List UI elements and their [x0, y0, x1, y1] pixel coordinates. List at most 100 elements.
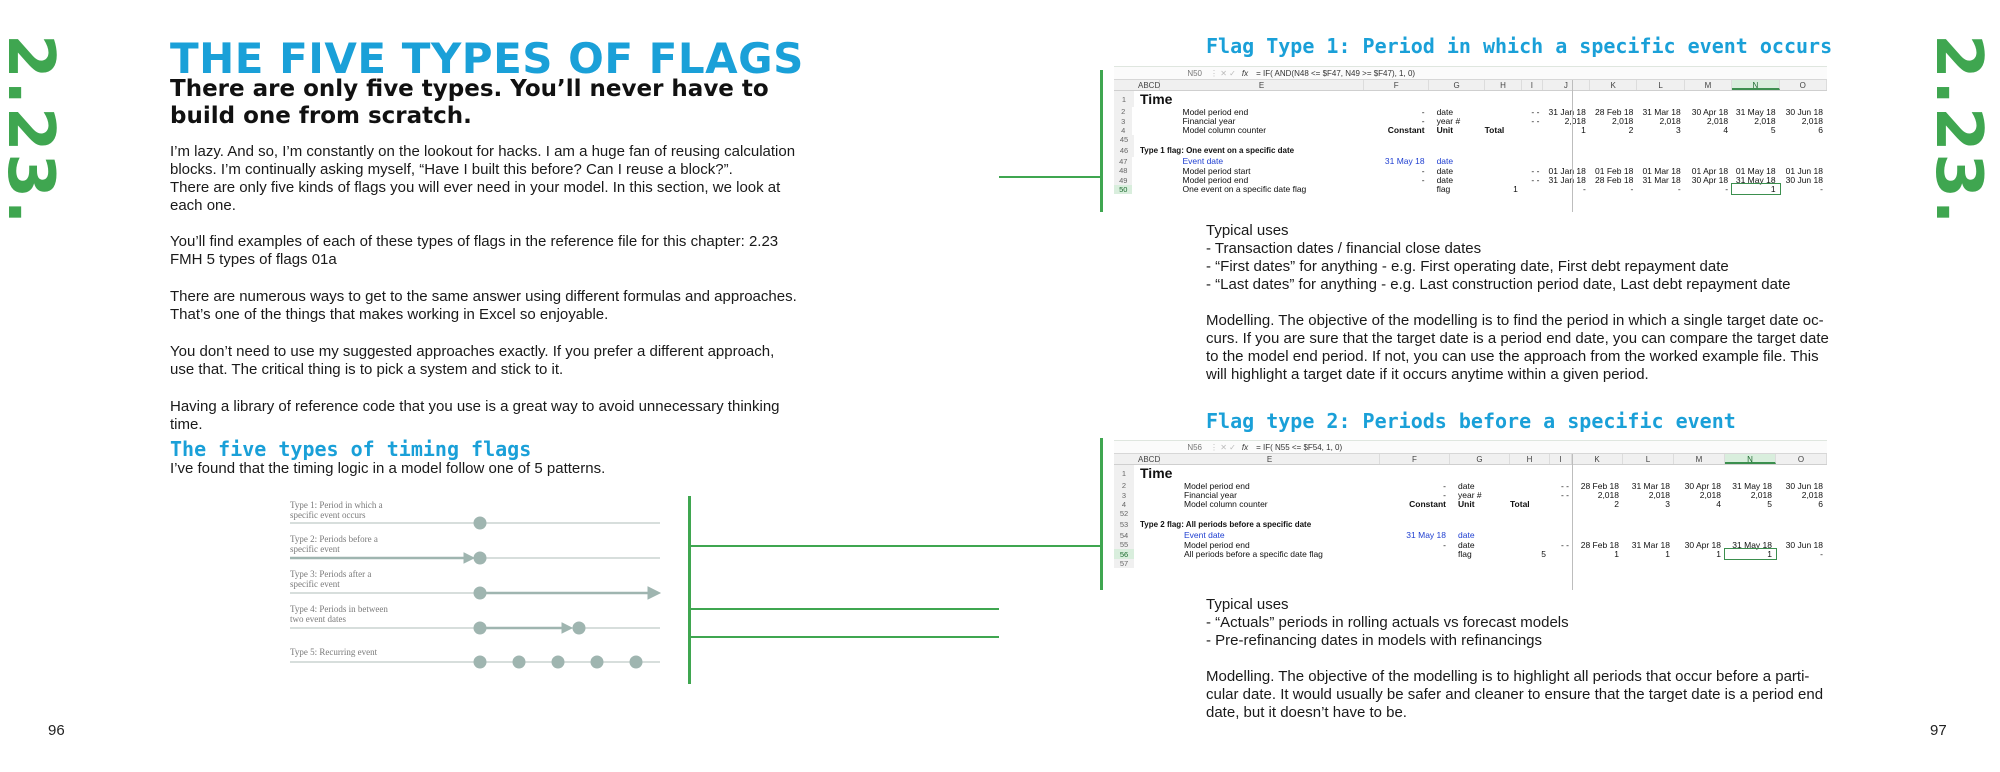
- column-header[interactable]: I: [1522, 80, 1543, 90]
- column-header[interactable]: H: [1485, 80, 1523, 90]
- row-number[interactable]: 50: [1114, 184, 1133, 195]
- value-cell[interactable]: 1: [1724, 548, 1777, 561]
- cell-f[interactable]: -: [1421, 116, 1425, 127]
- cell-i[interactable]: - -: [1560, 490, 1569, 501]
- value-cell[interactable]: 31 May 18: [1732, 480, 1772, 491]
- value-cell[interactable]: -: [1820, 184, 1823, 195]
- value-cell[interactable]: 1: [1581, 125, 1586, 136]
- value-cell[interactable]: 2,018: [1706, 116, 1729, 127]
- column-header[interactable]: O: [1780, 80, 1827, 90]
- row-label[interactable]: Financial year: [1184, 490, 1237, 501]
- row-label[interactable]: Type 1 flag: One event on a specific dat…: [1140, 146, 1295, 156]
- flag1-spreadsheet[interactable]: N50 ⋮ ✕ ✓ fx = IF( AND(N48 <= $F47, N49 …: [1114, 66, 1827, 212]
- value-cell[interactable]: 1: [1614, 549, 1619, 560]
- column-header[interactable]: K: [1572, 454, 1623, 464]
- cell-g[interactable]: date: [1436, 175, 1454, 186]
- column-header[interactable]: N: [1732, 80, 1780, 90]
- cell-i[interactable]: - -: [1560, 480, 1569, 491]
- cell-f[interactable]: -: [1443, 480, 1446, 491]
- row-label[interactable]: Model period end: [1184, 539, 1250, 550]
- row-label[interactable]: Financial year: [1182, 116, 1236, 127]
- cell-g[interactable]: date: [1436, 165, 1454, 176]
- row-number[interactable]: 49: [1114, 175, 1133, 185]
- cell-g[interactable]: year #: [1436, 116, 1461, 127]
- value-cell[interactable]: 2,018: [1659, 116, 1681, 127]
- value-cell[interactable]: 31 Mar 18: [1631, 539, 1670, 550]
- column-header[interactable]: O: [1776, 454, 1827, 464]
- cell-f[interactable]: Constant: [1409, 499, 1446, 510]
- column-header[interactable]: G: [1450, 454, 1510, 464]
- cell-i[interactable]: - -: [1531, 165, 1540, 176]
- column-header[interactable]: M: [1685, 80, 1733, 90]
- cell-f[interactable]: -: [1421, 165, 1425, 176]
- name-box[interactable]: N56: [1187, 442, 1202, 452]
- value-cell[interactable]: -: [1630, 184, 1634, 195]
- row-number[interactable]: 45: [1114, 135, 1134, 145]
- cell-h[interactable]: Total: [1510, 499, 1530, 510]
- cell-h[interactable]: 1: [1513, 184, 1518, 195]
- value-cell[interactable]: 28 Feb 18: [1580, 539, 1619, 550]
- value-cell[interactable]: 6: [1818, 499, 1823, 510]
- formula-text[interactable]: = IF( AND(N48 <= $F47, N49 >= $F47), 1, …: [1256, 68, 1416, 78]
- value-cell[interactable]: 2,018: [1564, 116, 1586, 127]
- row-number[interactable]: 52: [1114, 509, 1134, 519]
- column-header[interactable]: J: [1543, 80, 1591, 90]
- value-cell[interactable]: 01 Apr 18: [1691, 165, 1729, 176]
- value-cell[interactable]: 28 Feb 18: [1595, 106, 1634, 117]
- row-number[interactable]: 1: [1114, 91, 1134, 107]
- row-number[interactable]: 48: [1114, 165, 1133, 176]
- value-cell[interactable]: -: [1677, 184, 1681, 195]
- column-header[interactable]: L: [1623, 454, 1674, 464]
- value-cell[interactable]: 30 Jun 18: [1785, 539, 1823, 550]
- value-cell[interactable]: 31 Mar 18: [1642, 175, 1681, 186]
- cell-f[interactable]: -: [1443, 490, 1446, 501]
- column-header[interactable]: M: [1674, 454, 1725, 464]
- column-header[interactable]: L: [1637, 80, 1685, 90]
- column-header[interactable]: E: [1160, 80, 1365, 90]
- value-cell[interactable]: 4: [1716, 499, 1721, 510]
- row-number[interactable]: 47: [1114, 156, 1133, 166]
- row-number[interactable]: 2: [1114, 481, 1134, 491]
- value-cell[interactable]: 28 Feb 18: [1595, 175, 1634, 186]
- value-cell[interactable]: 30 Jun 18: [1785, 480, 1823, 491]
- value-cell[interactable]: 5: [1767, 499, 1772, 510]
- value-cell[interactable]: 01 Jan 18: [1548, 165, 1586, 176]
- value-cell[interactable]: 01 Feb 18: [1595, 165, 1634, 176]
- cell-i[interactable]: - -: [1531, 175, 1540, 186]
- value-cell[interactable]: 01 May 18: [1735, 165, 1776, 176]
- row-label[interactable]: Model period start: [1182, 165, 1251, 176]
- value-cell[interactable]: -: [1583, 184, 1586, 195]
- cell-h[interactable]: Total: [1484, 125, 1505, 136]
- cell-f[interactable]: -: [1443, 539, 1446, 550]
- column-header[interactable]: G: [1429, 80, 1485, 90]
- column-header[interactable]: I: [1550, 454, 1572, 464]
- column-header[interactable]: ABCD: [1114, 80, 1160, 90]
- value-cell[interactable]: 2,018: [1699, 490, 1721, 501]
- cell-g[interactable]: date: [1436, 106, 1454, 117]
- value-cell[interactable]: 2,018: [1801, 490, 1823, 501]
- value-cell[interactable]: 3: [1665, 499, 1670, 510]
- value-cell[interactable]: 30 Apr 18: [1691, 175, 1729, 186]
- row-label[interactable]: Time: [1140, 91, 1173, 107]
- column-header[interactable]: K: [1590, 80, 1638, 90]
- value-cell[interactable]: 6: [1818, 125, 1823, 136]
- row-number[interactable]: 46: [1114, 144, 1134, 157]
- column-header[interactable]: E: [1160, 454, 1380, 464]
- value-cell[interactable]: -: [1725, 184, 1729, 195]
- value-cell[interactable]: 31 May 18: [1732, 539, 1772, 550]
- value-cell[interactable]: 01 Jun 18: [1785, 165, 1823, 176]
- value-cell[interactable]: 30 Jun 18: [1785, 106, 1823, 117]
- value-cell[interactable]: 30 Apr 18: [1684, 480, 1721, 491]
- row-number[interactable]: 3: [1114, 490, 1134, 500]
- formula-text[interactable]: = IF( N55 <= $F54, 1, 0): [1256, 442, 1343, 452]
- value-cell[interactable]: 31 Mar 18: [1642, 106, 1681, 117]
- value-cell[interactable]: 31 May 18: [1735, 175, 1776, 186]
- value-cell[interactable]: 2: [1614, 499, 1619, 510]
- value-cell[interactable]: 5: [1770, 125, 1776, 136]
- row-label[interactable]: One event on a specific date flag: [1182, 184, 1307, 195]
- row-number[interactable]: 56: [1114, 549, 1134, 559]
- cell-g[interactable]: date: [1458, 480, 1475, 491]
- cell-f[interactable]: -: [1421, 106, 1425, 117]
- value-cell[interactable]: -: [1820, 549, 1823, 560]
- value-cell[interactable]: 1: [1716, 549, 1721, 560]
